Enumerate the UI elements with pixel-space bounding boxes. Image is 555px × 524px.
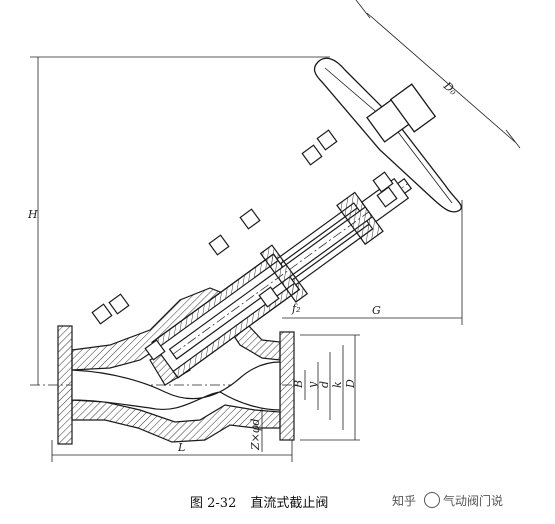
dim-Do: D₀ bbox=[440, 79, 460, 98]
figure-number: 图 2-32 bbox=[190, 496, 237, 511]
bolts-nuts bbox=[91, 129, 398, 361]
dim-G: G bbox=[372, 304, 381, 317]
watermark: 知乎 气动阀门说 bbox=[392, 492, 503, 509]
dim-B: B bbox=[292, 380, 305, 389]
figure-caption: 图 2-32 直流式截止阀 知乎 气动阀门说 bbox=[0, 488, 555, 518]
dim-L: L bbox=[177, 441, 185, 454]
handwheel bbox=[313, 57, 462, 213]
dim-f2: f₂ bbox=[291, 302, 300, 315]
caption-text: 图 2-32 直流式截止阀 bbox=[190, 492, 328, 511]
dim-y: y bbox=[306, 381, 319, 389]
valve-drawing: H D₀ L G f₂ B y d k D Z×φd bbox=[27, 0, 521, 462]
dim-bolt: Z×φd bbox=[249, 418, 262, 451]
dim-D: D bbox=[344, 379, 357, 389]
dim-k: k bbox=[331, 381, 344, 388]
figure-title: 直流式截止阀 bbox=[250, 496, 329, 511]
author-avatar-icon bbox=[424, 492, 441, 508]
dim-d: d bbox=[318, 381, 331, 388]
dim-H: H bbox=[27, 208, 38, 221]
watermark-author: 气动阀门说 bbox=[443, 494, 504, 508]
watermark-brand: 知乎 bbox=[392, 494, 417, 508]
